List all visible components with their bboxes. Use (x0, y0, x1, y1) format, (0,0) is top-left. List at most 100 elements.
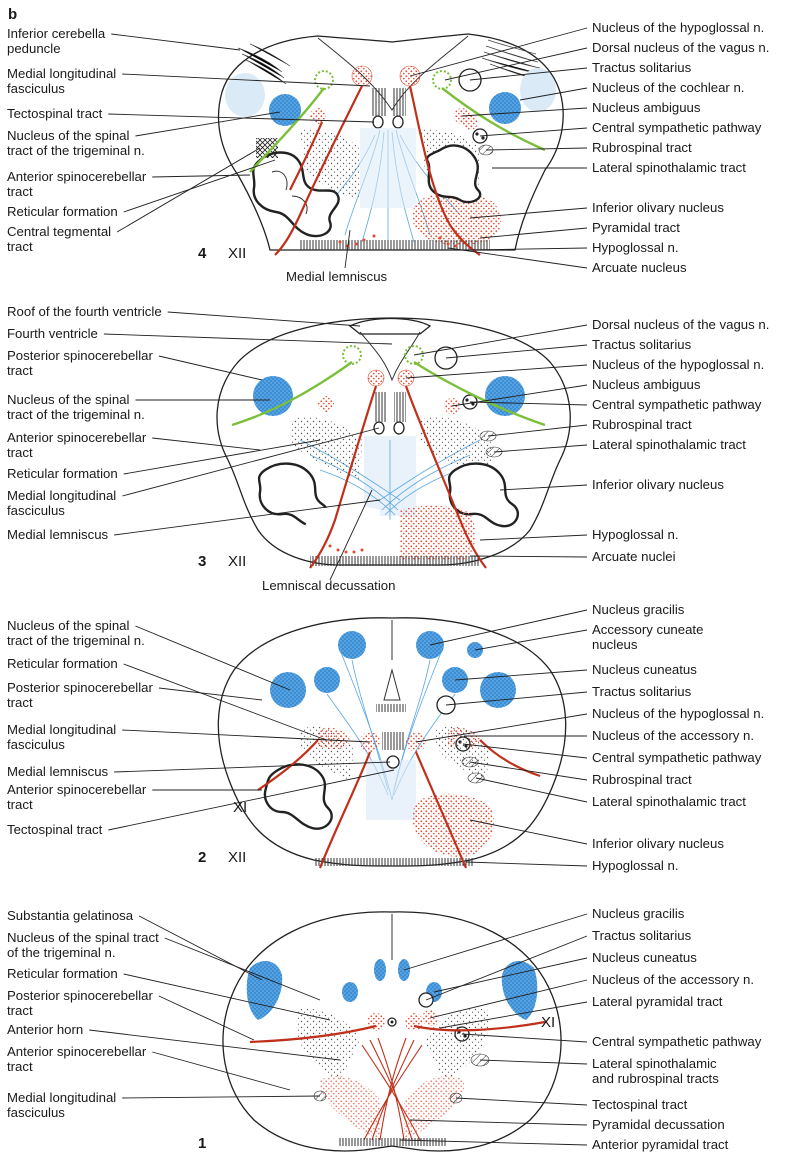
s4-left-label-3: Nucleus of the spinaltract of the trigem… (7, 128, 145, 158)
section-2-number: 2 (198, 849, 206, 866)
s1-right-label-0-line: Nucleus gracilis (592, 906, 685, 921)
s1-left-label-0: Substantia gelatinosa (7, 908, 134, 923)
s3-right-label-2-line: Nucleus of the hypoglossal n. (592, 357, 764, 372)
figure-letter: b (8, 6, 17, 23)
s3-left-label-2-line: tract (7, 363, 33, 378)
s4-right-label-0-line: Nucleus of the hypoglossal n. (592, 20, 764, 35)
s4-right-label-3: Nucleus of the cochlear n. (592, 80, 744, 95)
s2-right-label-7-line: Rubrospinal tract (592, 772, 692, 787)
s1-right-label-9-line: Anterior pyramidal tract (592, 1137, 729, 1152)
s3-right-label-5: Rubrospinal tract (592, 417, 692, 432)
s4-right-label-4: Nucleus ambiguus (592, 100, 701, 115)
s4-left-label-1: Medial longitudinalfasciculus (7, 66, 116, 96)
s4-left-label-5-line: Reticular formation (7, 204, 118, 219)
s1-right-label-8-line: Pyramidal decussation (592, 1117, 725, 1132)
s2-left-label-3-line: fasciculus (7, 737, 65, 752)
s4-right-label-7: Lateral spinothalamic tract (592, 160, 746, 175)
s1-right-label-5: Central sympathetic pathway (592, 1034, 762, 1049)
s4-right-label-11-leader (448, 248, 587, 268)
s4-right-label-5-line: Central sympathetic pathway (592, 120, 762, 135)
s1-right-label-1-line: Tractus solitarius (592, 928, 692, 943)
section-2-drawing (218, 618, 565, 868)
s3-left-label-2-line: Posterior spinocerebellar (7, 348, 153, 363)
s2-right-label-6: Central sympathetic pathway (592, 750, 762, 765)
s2-left-label-0-line: tract of the trigeminal n. (7, 633, 145, 648)
s4-right-label-9: Pyramidal tract (592, 220, 680, 235)
s2-right-label-1-line: Accessory cuneate (592, 622, 703, 637)
section-3-roman-xii: XII (228, 553, 246, 570)
s1-left-label-2: Reticular formation (7, 966, 118, 981)
s1-left-label-6: Medial longitudinalfasciculus (7, 1090, 116, 1120)
s2-left-label-0-line: Nucleus of the spinal (7, 618, 129, 633)
s1-left-label-2-line: Reticular formation (7, 966, 118, 981)
s1-left-label-4-line: Anterior horn (7, 1022, 83, 1037)
s1-right-label-6: Lateral spinothalamicand rubrospinal tra… (592, 1056, 719, 1086)
s3-right-label-6: Lateral spinothalamic tract (592, 437, 746, 452)
s4-right-label-6: Rubrospinal tract (592, 140, 692, 155)
s1-right-label-6-line: Lateral spinothalamic (592, 1056, 717, 1071)
s2-right-label-4: Nucleus of the hypoglossal n. (592, 706, 764, 721)
s3-right-label-4-line: Central sympathetic pathway (592, 397, 762, 412)
s4-left-label-4: Anterior spinocerebellartract (7, 169, 147, 199)
s4-left-label-5: Reticular formation (7, 204, 118, 219)
s2-right-label-1-line: nucleus (592, 637, 638, 652)
s3-left-label-4-line: tract (7, 445, 33, 460)
s3-right-label-3-line: Nucleus ambiguus (592, 377, 701, 392)
s2-left-label-2-line: Posterior spinocerebellar (7, 680, 153, 695)
s1-left-label-3-line: tract (7, 1003, 33, 1018)
s4-right-label-0: Nucleus of the hypoglossal n. (592, 20, 764, 35)
s4-right-label-2-line: Tractus solitarius (592, 60, 692, 75)
s2-right-label-9: Inferior olivary nucleus (592, 836, 724, 851)
s2-right-label-8: Lateral spinothalamic tract (592, 794, 746, 809)
s3-left-label-1-line: Fourth ventricle (7, 326, 98, 341)
s3-right-label-9: Arcuate nuclei (592, 549, 676, 564)
s4-left-label-6-leader (117, 148, 260, 232)
s4-right-label-8-line: Inferior olivary nucleus (592, 200, 724, 215)
s3-left-label-3-line: tract of the trigeminal n. (7, 407, 145, 422)
s1-right-label-6-line: and rubrospinal tracts (592, 1071, 719, 1086)
s3-left-label-0-leader (168, 312, 360, 326)
s3-left-label-5: Reticular formation (7, 466, 118, 481)
s3-left-label-1: Fourth ventricle (7, 326, 98, 341)
s1-right-label-9: Anterior pyramidal tract (592, 1137, 729, 1152)
s1-right-label-2-line: Nucleus cuneatus (592, 950, 697, 965)
s3-right-label-0-line: Dorsal nucleus of the vagus n. (592, 317, 769, 332)
s2-right-label-2-line: Nucleus cuneatus (592, 662, 697, 677)
s4-left-label-1-line: Medial longitudinal (7, 66, 116, 81)
s1-left-label-5-line: Anterior spinocerebellar (7, 1044, 147, 1059)
s1-right-label-0: Nucleus gracilis (592, 906, 685, 921)
s3-left-label-4: Anterior spinocerebellartract (7, 430, 147, 460)
s1-left-label-0-leader (139, 916, 262, 980)
s1-left-label-1-line: of the trigeminal n. (7, 945, 116, 960)
s1-left-label-1-line: Nucleus of the spinal tract (7, 930, 159, 945)
s1-left-label-3: Posterior spinocerebellartract (7, 988, 153, 1018)
s2-right-label-10-line: Hypoglossal n. (592, 858, 679, 873)
s4-right-label-2: Tractus solitarius (592, 60, 692, 75)
s2-left-label-2: Posterior spinocerebellartract (7, 680, 153, 710)
s2-left-label-1-line: Reticular formation (7, 656, 118, 671)
s4-left-label-2: Tectospinal tract (7, 106, 103, 121)
s2-left-label-2-line: tract (7, 695, 33, 710)
s2-right-label-3-line: Tractus solitarius (592, 684, 692, 699)
s1-right-label-8: Pyramidal decussation (592, 1117, 725, 1132)
s2-right-label-6-line: Central sympathetic pathway (592, 750, 762, 765)
s4-left-label-0-leader (111, 34, 240, 50)
section-3-bottom-label: Lemniscal decussation (262, 578, 395, 593)
s4-left-label-4-leader (152, 175, 250, 177)
s1-right-label-4-line: Lateral pyramidal tract (592, 994, 723, 1009)
s4-left-label-0-line: Inferior cerebella (7, 26, 106, 41)
s4-left-label-0-line: peduncle (7, 41, 61, 56)
section-1-drawing (223, 912, 561, 1151)
s3-left-label-7: Medial lemniscus (7, 527, 109, 542)
s2-right-label-8-line: Lateral spinothalamic tract (592, 794, 746, 809)
s1-left-label-6-line: fasciculus (7, 1105, 65, 1120)
s3-left-label-6-line: fasciculus (7, 503, 65, 518)
s2-right-label-7: Rubrospinal tract (592, 772, 692, 787)
s4-right-label-9-line: Pyramidal tract (592, 220, 680, 235)
s2-left-label-5-line: Anterior spinocerebellar (7, 782, 147, 797)
s2-left-label-5-line: tract (7, 797, 33, 812)
